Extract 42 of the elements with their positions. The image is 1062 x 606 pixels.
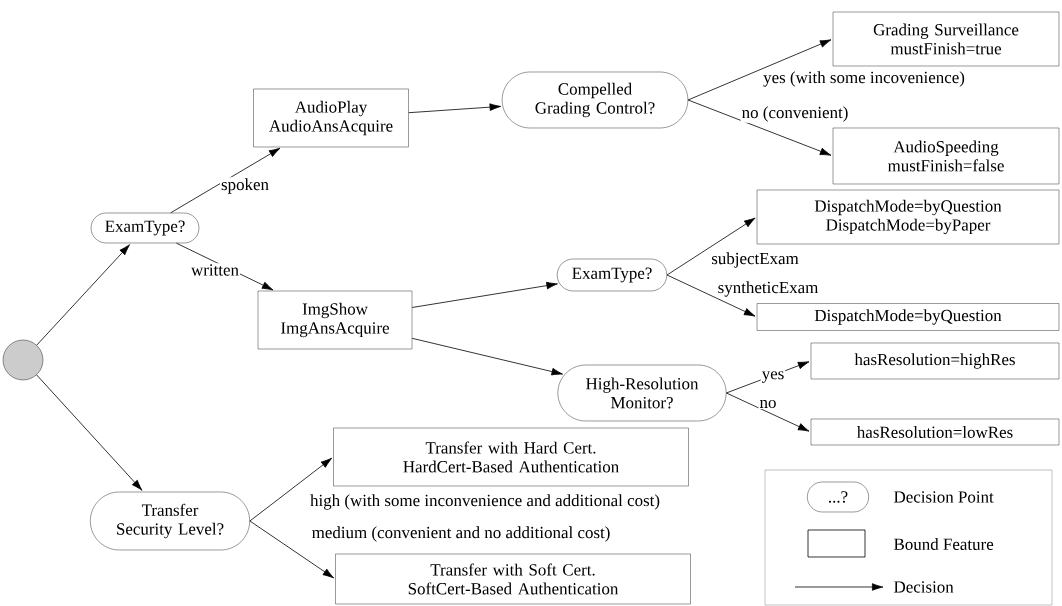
arrow — [170, 147, 281, 214]
arrow — [666, 217, 756, 276]
arrow — [725, 392, 810, 432]
edge-label: subjectExam — [710, 251, 800, 269]
arrow — [36, 244, 130, 346]
arrow — [411, 281, 558, 308]
decision-pill: ExamType? — [556, 258, 668, 292]
circle-node — [2, 339, 44, 381]
arrow — [411, 337, 563, 376]
decision-pill: High-Resolution Monitor? — [557, 364, 727, 422]
feature-box: ImgShow ImgAnsAcquire — [257, 290, 413, 350]
arrow — [249, 457, 333, 522]
arrow — [249, 520, 335, 579]
arrow — [408, 103, 502, 114]
feature-box: AudioPlay AudioAnsAcquire — [253, 88, 409, 148]
feature-box: DispatchMode=byQuestion — [756, 303, 1060, 331]
edge-label: spoken — [220, 177, 270, 195]
decision-pill: ExamType? — [90, 212, 200, 244]
arrow — [666, 274, 756, 317]
edge-label: yes (with some incovenience) — [762, 70, 966, 88]
edge-label: written — [190, 263, 240, 277]
edge-label: no (convenient) — [740, 105, 850, 123]
feature-box: AudioSpeeding mustFinish=false — [832, 127, 1060, 185]
edge-label: no — [758, 398, 778, 410]
legend-text: Decision — [894, 581, 954, 593]
edge-label: medium (convenient and no additional cost) — [310, 525, 612, 543]
feature-box: Grading Surveillance mustFinish=true — [832, 11, 1060, 67]
feature-box: Transfer with Hard Cert. HardCert-Based Authentication — [333, 427, 689, 487]
feature-box: DispatchMode=byQuestion DispatchMode=byPaper — [756, 189, 1060, 245]
edge-label: high (with some inconvenience and additional cost) — [309, 493, 661, 511]
decision-pill: Transfer Security Level? — [90, 491, 250, 551]
legend-text: Decision Point — [894, 491, 994, 503]
feature-box: Transfer with Soft Cert. SoftCert-Based Authentication — [335, 553, 691, 605]
edge-label: syntheticExam — [716, 280, 820, 298]
feature-box: hasResolution=highRes — [810, 342, 1060, 380]
arrow — [36, 374, 143, 491]
arrow — [687, 39, 832, 101]
edge-label: yes — [760, 370, 786, 384]
arrow — [687, 99, 832, 156]
decision-pill: Compelled Grading Control? — [501, 71, 689, 129]
legend-text: Bound Feature — [894, 538, 994, 550]
feature-box: hasResolution=lowRes — [810, 418, 1060, 446]
